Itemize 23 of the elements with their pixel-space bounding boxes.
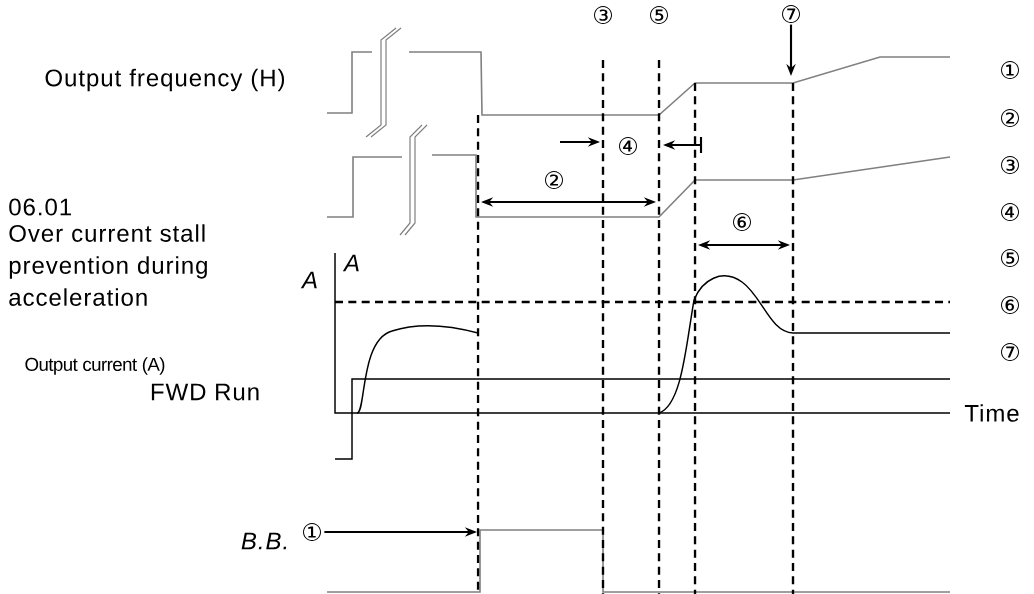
callout-number: ⑤ [1001, 249, 1019, 267]
callout-number: ③ [594, 6, 612, 24]
callout-number: ④ [619, 137, 637, 155]
parameter-name: Over current stall prevention during acceleration [9, 224, 207, 306]
axis-label: A [342, 254, 359, 272]
axis-label: Time [964, 404, 1019, 422]
level-label: A [300, 271, 317, 289]
callout-number: ⑦ [1001, 343, 1019, 361]
signal-label: B.B. [241, 532, 287, 550]
callout-number: ⑥ [733, 213, 751, 231]
callout-number: ⑤ [650, 6, 668, 24]
callout-number: ④ [1001, 203, 1019, 221]
callout-number: ② [1001, 109, 1019, 127]
callout-number: ① [303, 523, 321, 541]
callout-number: ⑦ [782, 5, 800, 23]
signal-label: Output frequency (H) [45, 68, 285, 92]
callout-number: ③ [1001, 156, 1019, 174]
callout-number: ⑥ [1001, 296, 1019, 314]
signal-label: FWD Run [151, 383, 259, 401]
signal-label: Output current (A) [25, 357, 165, 375]
callout-number: ② [545, 171, 563, 189]
callout-number: ① [1001, 61, 1019, 79]
parameter-number: 06.01 [9, 198, 71, 216]
